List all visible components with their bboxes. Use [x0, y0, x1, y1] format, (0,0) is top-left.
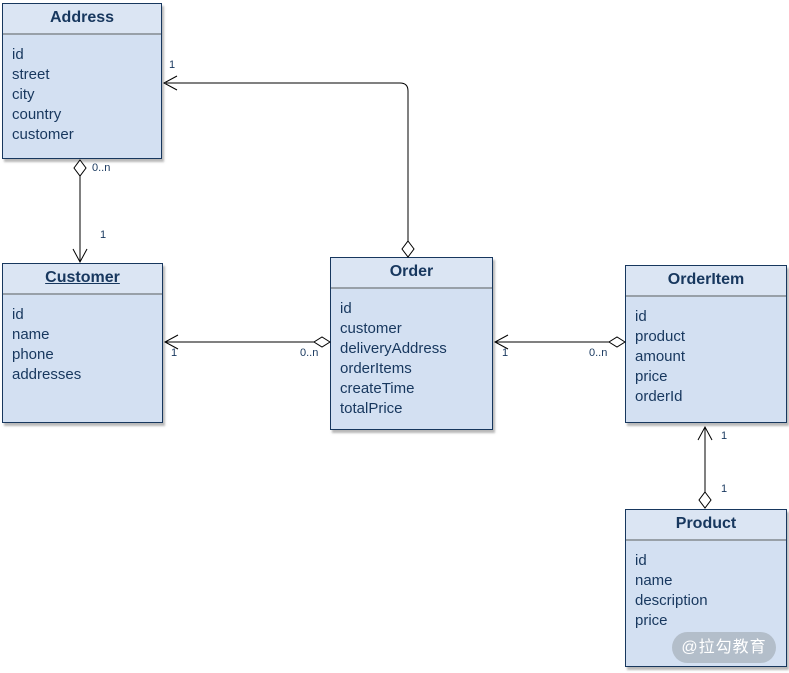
field-orderitem-product: product — [635, 328, 686, 345]
entity-customer-title: Customer — [3, 264, 162, 295]
field-product-price: price — [635, 612, 668, 629]
aggregation-diamond-order-address — [401, 240, 415, 258]
multiplicity-label-order-customer-target: 1 — [171, 347, 178, 359]
multiplicity-label-address-customer-source: 0..n — [92, 162, 111, 174]
multiplicity-label-orderitem-order-source: 0..n — [589, 347, 608, 359]
entity-order-title: Order — [331, 258, 492, 289]
multiplicity-label-product-orderitem-target: 1 — [721, 430, 728, 442]
field-orderitem-amount: amount — [635, 348, 686, 365]
entity-orderitem: OrderItem id product amount price orderI… — [625, 265, 787, 423]
field-address-id: id — [12, 46, 24, 63]
entity-customer: Customer id name phone addresses — [2, 263, 163, 423]
multiplicity-label-order-customer-source: 0..n — [300, 347, 319, 359]
field-order-createtime: createTime — [340, 380, 415, 397]
watermark-badge: @拉勾教育 — [672, 632, 776, 663]
aggregation-diamond-address-customer — [73, 159, 87, 177]
entity-product-fields: id name description price — [626, 541, 786, 631]
entity-customer-fields: id name phone addresses — [3, 295, 162, 385]
field-customer-addresses: addresses — [12, 366, 82, 383]
field-customer-name: name — [12, 326, 50, 343]
aggregation-diamond-order-customer — [313, 336, 331, 348]
field-address-street: street — [12, 66, 50, 83]
entity-orderitem-fields: id product amount price orderId — [626, 297, 786, 407]
entity-order-fields: id customer deliveryAddress orderItems c… — [331, 289, 492, 419]
multiplicity-label-product-orderitem-source: 1 — [721, 483, 728, 495]
entity-product-title: Product — [626, 510, 786, 541]
field-product-name: name — [635, 572, 673, 589]
open-arrow-product-orderitem — [697, 425, 713, 441]
field-product-description: description — [635, 592, 708, 609]
field-customer-id: id — [12, 306, 24, 323]
entity-address: Address id street city country customer — [2, 3, 162, 159]
field-address-country: country — [12, 106, 62, 123]
field-customer-phone: phone — [12, 346, 54, 363]
multiplicity-label-address-customer-target: 1 — [100, 229, 107, 241]
multiplicity-label-orderitem-order-target: 1 — [502, 347, 509, 359]
aggregation-diamond-product-orderitem — [698, 491, 712, 509]
field-order-id: id — [340, 300, 352, 317]
field-order-totalprice: totalPrice — [340, 400, 403, 417]
field-orderitem-price: price — [635, 368, 668, 385]
field-address-customer: customer — [12, 126, 74, 143]
entity-address-title: Address — [3, 4, 161, 35]
entity-orderitem-title: OrderItem — [626, 266, 786, 297]
field-product-id: id — [635, 552, 647, 569]
connector-order-address — [166, 82, 409, 241]
aggregation-diamond-orderitem-order — [608, 336, 626, 348]
field-order-customer: customer — [340, 320, 402, 337]
open-arrow-order-address — [162, 75, 178, 91]
field-order-orderitems: orderItems — [340, 360, 412, 377]
entity-product: Product id name description price — [625, 509, 787, 667]
multiplicity-label-order-address-target: 1 — [169, 59, 176, 71]
field-orderitem-id: id — [635, 308, 647, 325]
entity-order: Order id customer deliveryAddress orderI… — [330, 257, 493, 430]
entity-address-fields: id street city country customer — [3, 35, 161, 145]
field-address-city: city — [12, 86, 35, 103]
field-orderitem-orderid: orderId — [635, 388, 683, 405]
open-arrow-address-customer — [72, 248, 88, 264]
field-order-deliveryaddress: deliveryAddress — [340, 340, 447, 357]
